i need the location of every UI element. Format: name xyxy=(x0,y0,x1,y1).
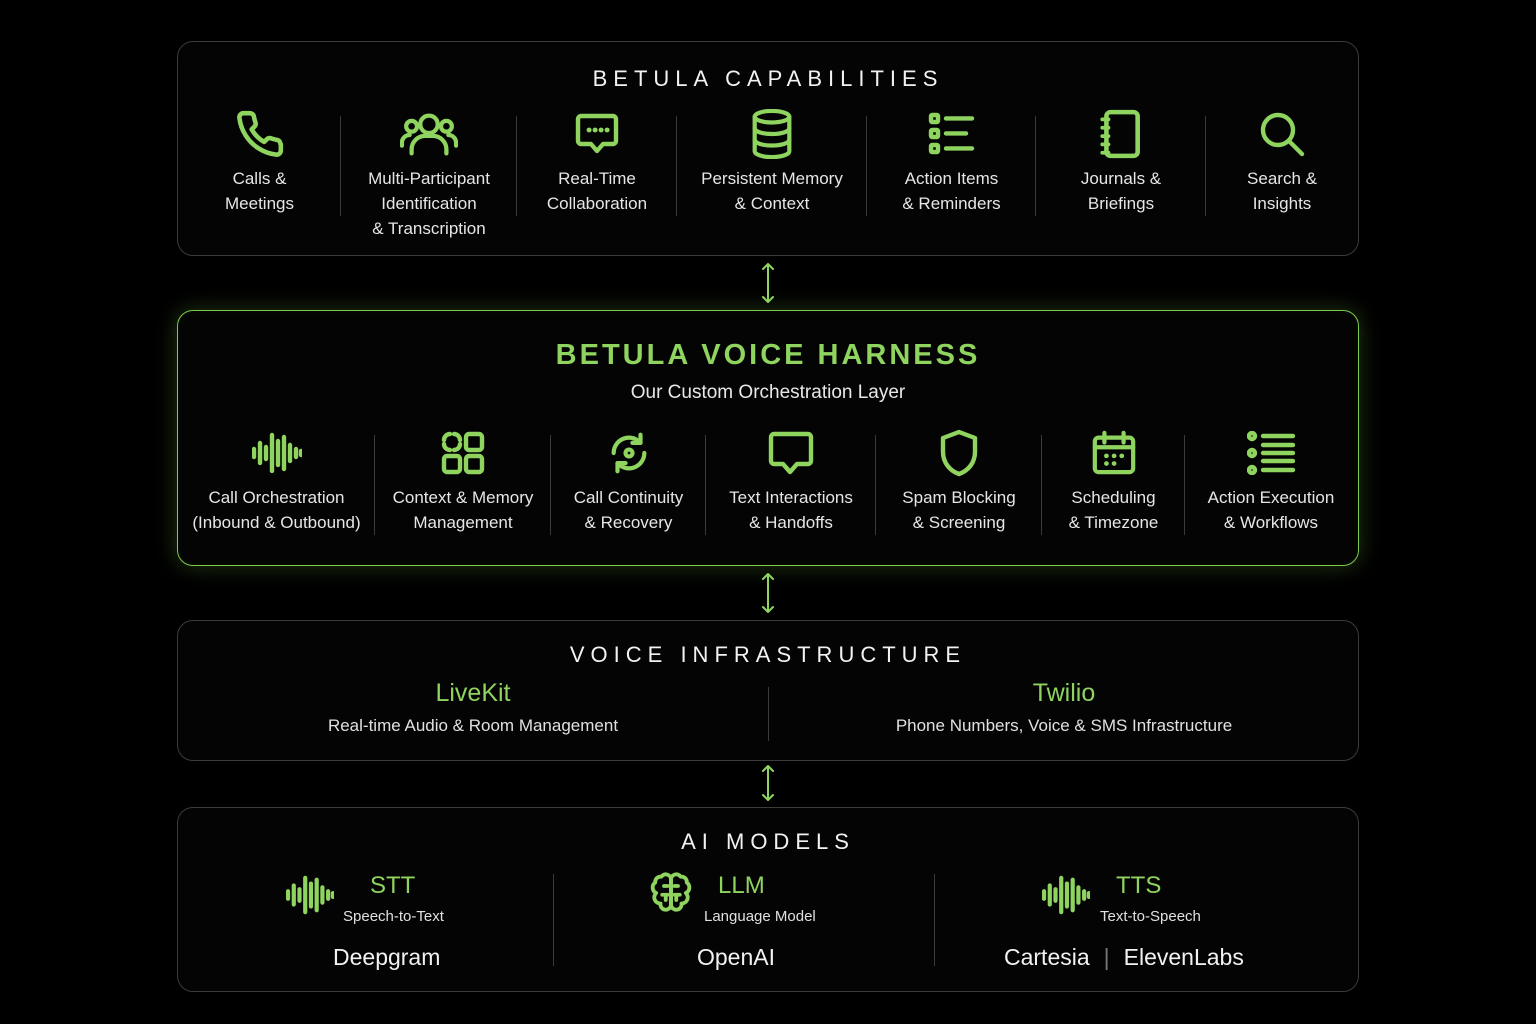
ai-models-title: AI MODELS xyxy=(681,829,855,854)
users-icon xyxy=(400,106,458,162)
model-tts-desc: Text-to-Speech xyxy=(1100,908,1201,925)
capability-real-time-collaboration: Real-Time Collaboration xyxy=(517,106,677,241)
voice-harness-subtitle: Our Custom Orchestration Layer xyxy=(630,382,906,403)
harness-scheduling: Scheduling & Timezone xyxy=(1042,425,1185,535)
bidirectional-arrow-icon xyxy=(758,764,778,806)
infra-divider xyxy=(768,687,769,741)
harness-label: Action Execution & Workflows xyxy=(1207,488,1335,532)
model-tts-name: TTS xyxy=(1116,872,1162,899)
infra-twilio: Twilio Phone Numbers, Voice & SMS Infras… xyxy=(769,679,1359,736)
harness-label: Call Continuity & Recovery xyxy=(573,488,684,532)
ai-models-panel: AI MODELS STT Speech-to-Text Deepgram LL… xyxy=(177,807,1359,992)
search-icon xyxy=(1258,106,1306,162)
model-llm-name: LLM xyxy=(718,872,765,899)
checklist-icon xyxy=(928,106,976,162)
waveform-icon xyxy=(1041,874,1092,921)
database-icon xyxy=(750,106,794,162)
waveform-icon xyxy=(251,425,302,481)
model-tts-provider-cartesia: Cartesia xyxy=(1004,944,1090,970)
provider-separator: | xyxy=(1103,944,1110,970)
capability-calls-meetings: Calls & Meetings xyxy=(178,106,341,241)
model-tts: TTS Text-to-Speech Cartesia | ElevenLabs xyxy=(1004,870,1304,980)
list-icon xyxy=(1247,425,1295,481)
models-divider xyxy=(934,874,935,966)
capability-label: Multi-Participant Identification & Trans… xyxy=(368,169,490,238)
bidirectional-arrow-icon xyxy=(758,262,778,304)
harness-label: Spam Blocking & Screening xyxy=(902,488,1016,532)
voice-infrastructure-title: VOICE INFRASTRUCTURE xyxy=(569,642,967,667)
infra-livekit: LiveKit Real-time Audio & Room Managemen… xyxy=(178,679,768,736)
model-llm: LLM Language Model OpenAI xyxy=(650,870,910,980)
phone-icon xyxy=(235,106,285,162)
infra-livekit-desc: Real-time Audio & Room Management xyxy=(327,716,619,735)
harness-label: Context & Memory Management xyxy=(392,488,534,532)
models-divider xyxy=(553,874,554,966)
chat-bubble-icon xyxy=(573,106,621,162)
harness-context-memory: Context & Memory Management xyxy=(375,425,551,535)
capability-search-insights: Search & Insights xyxy=(1206,106,1358,241)
voice-harness-title: BETULA VOICE HARNESS xyxy=(555,339,981,371)
harness-call-continuity: Call Continuity & Recovery xyxy=(551,425,706,535)
capability-multi-participant: Multi-Participant Identification & Trans… xyxy=(341,106,517,241)
infra-livekit-name: LiveKit xyxy=(435,679,511,707)
refresh-icon xyxy=(606,425,652,481)
waveform-icon xyxy=(285,874,336,921)
model-tts-providers: Cartesia | ElevenLabs xyxy=(1004,944,1244,971)
model-stt-desc: Speech-to-Text xyxy=(343,908,444,925)
capabilities-panel: BETULA CAPABILITIES Calls & Meetings Mul… xyxy=(177,41,1359,256)
model-llm-desc: Language Model xyxy=(704,908,816,925)
infra-twilio-name: Twilio xyxy=(1032,679,1096,707)
message-icon xyxy=(767,425,815,481)
harness-label: Scheduling & Timezone xyxy=(1068,488,1159,532)
harness-text-interactions: Text Interactions & Handoffs xyxy=(706,425,876,535)
capability-label: Real-Time Collaboration xyxy=(546,169,648,213)
capability-journals-briefings: Journals & Briefings xyxy=(1036,106,1206,241)
model-stt: STT Speech-to-Text Deepgram xyxy=(285,870,566,980)
model-stt-name: STT xyxy=(370,872,416,899)
capability-persistent-memory: Persistent Memory & Context xyxy=(677,106,867,241)
capability-label: Search & Insights xyxy=(1247,169,1317,213)
capability-label: Persistent Memory & Context xyxy=(701,169,843,213)
voice-harness-panel: BETULA VOICE HARNESS Our Custom Orchestr… xyxy=(177,310,1359,566)
grid-icon xyxy=(441,425,485,481)
model-llm-provider: OpenAI xyxy=(697,944,775,970)
infra-twilio-desc: Phone Numbers, Voice & SMS Infrastructur… xyxy=(895,716,1233,735)
harness-spam-blocking: Spam Blocking & Screening xyxy=(876,425,1042,535)
harness-action-execution: Action Execution & Workflows xyxy=(1185,425,1357,535)
harness-label: Call Orchestration (Inbound & Outbound) xyxy=(192,488,361,532)
voice-infrastructure-panel: VOICE INFRASTRUCTURE LiveKit Real-time A… xyxy=(177,620,1359,761)
bidirectional-arrow-icon xyxy=(758,572,778,614)
capability-label: Action Items & Reminders xyxy=(902,169,1001,213)
capability-action-items: Action Items & Reminders xyxy=(867,106,1036,241)
capability-label: Journals & Briefings xyxy=(1080,169,1162,213)
shield-icon xyxy=(938,425,980,481)
model-stt-provider: Deepgram xyxy=(333,944,441,970)
model-tts-provider-elevenlabs: ElevenLabs xyxy=(1123,944,1244,970)
calendar-icon xyxy=(1091,425,1137,481)
harness-label: Text Interactions & Handoffs xyxy=(729,488,853,532)
harness-call-orchestration: Call Orchestration (Inbound & Outbound) xyxy=(178,425,375,535)
capability-label: Calls & Meetings xyxy=(225,169,294,213)
capabilities-title: BETULA CAPABILITIES xyxy=(592,66,944,91)
notebook-icon xyxy=(1100,106,1142,162)
brain-icon xyxy=(650,872,692,919)
